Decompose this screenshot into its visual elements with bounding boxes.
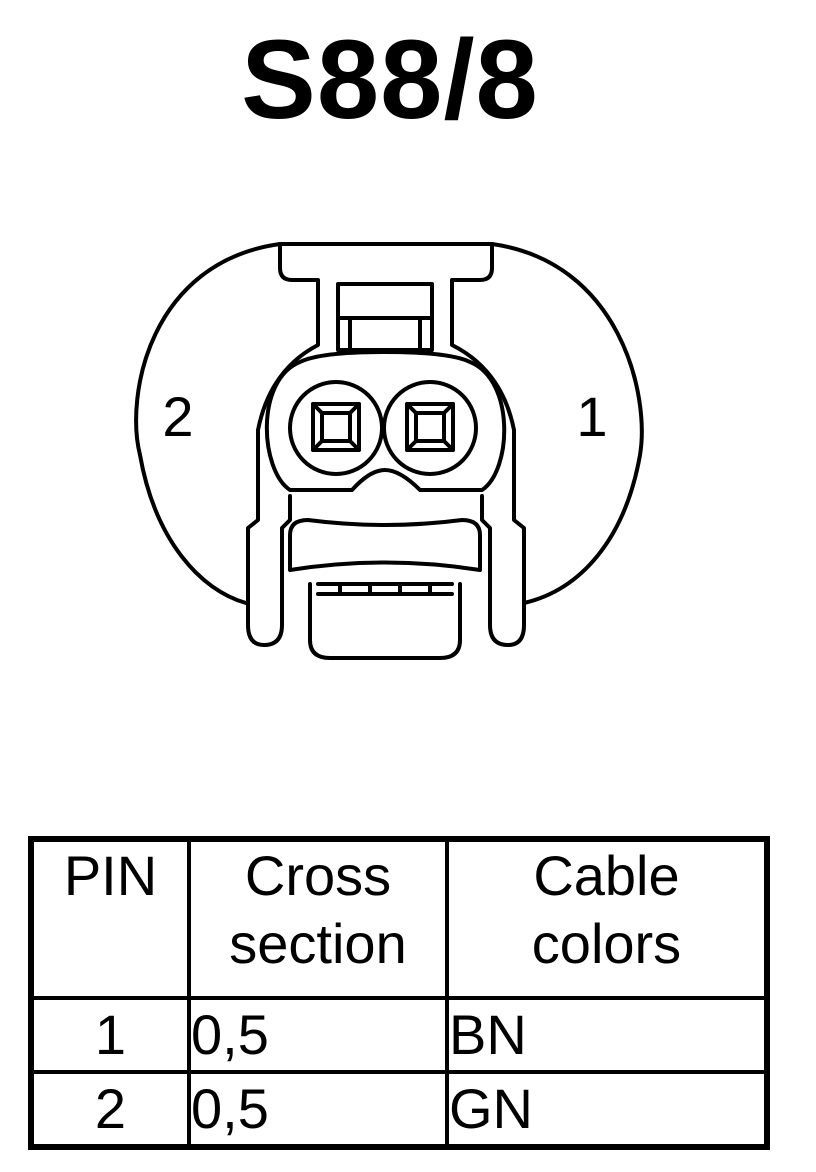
housing-outline-right — [490, 242, 644, 605]
terminal-2 — [288, 380, 384, 476]
pin-label-left: 2 — [162, 385, 193, 448]
cell-cable-color: BN — [445, 996, 769, 1074]
header-cross-section: Cross section — [187, 837, 449, 1000]
table-row: 1 0,5 BN — [29, 996, 769, 1074]
connector-title: S88/8 — [241, 17, 539, 142]
release-lever — [288, 518, 482, 572]
cell-pin: 1 — [29, 996, 191, 1074]
cell-cross-section: 0,5 — [187, 996, 449, 1074]
header-pin: PIN — [29, 837, 191, 1000]
terminal-1 — [382, 380, 478, 476]
connector-diagram: 2 1 — [134, 242, 644, 660]
housing-outline — [134, 242, 282, 605]
cell-cross-section: 0,5 — [187, 1070, 449, 1149]
cavity-outline — [264, 350, 507, 492]
latch-tab — [246, 242, 526, 647]
header-cable-colors: Cable colors — [445, 837, 769, 1000]
pin-table: PIN Cross section Cable colors 1 0,5 BN … — [28, 836, 770, 1150]
cell-pin: 2 — [29, 1070, 191, 1149]
pin-table-header: PIN Cross section Cable colors — [29, 837, 769, 1000]
pin-label-right: 1 — [576, 385, 607, 448]
table-row: 2 0,5 GN — [29, 1070, 769, 1149]
cell-cable-color: GN — [445, 1070, 769, 1149]
bottom-key — [308, 582, 462, 660]
